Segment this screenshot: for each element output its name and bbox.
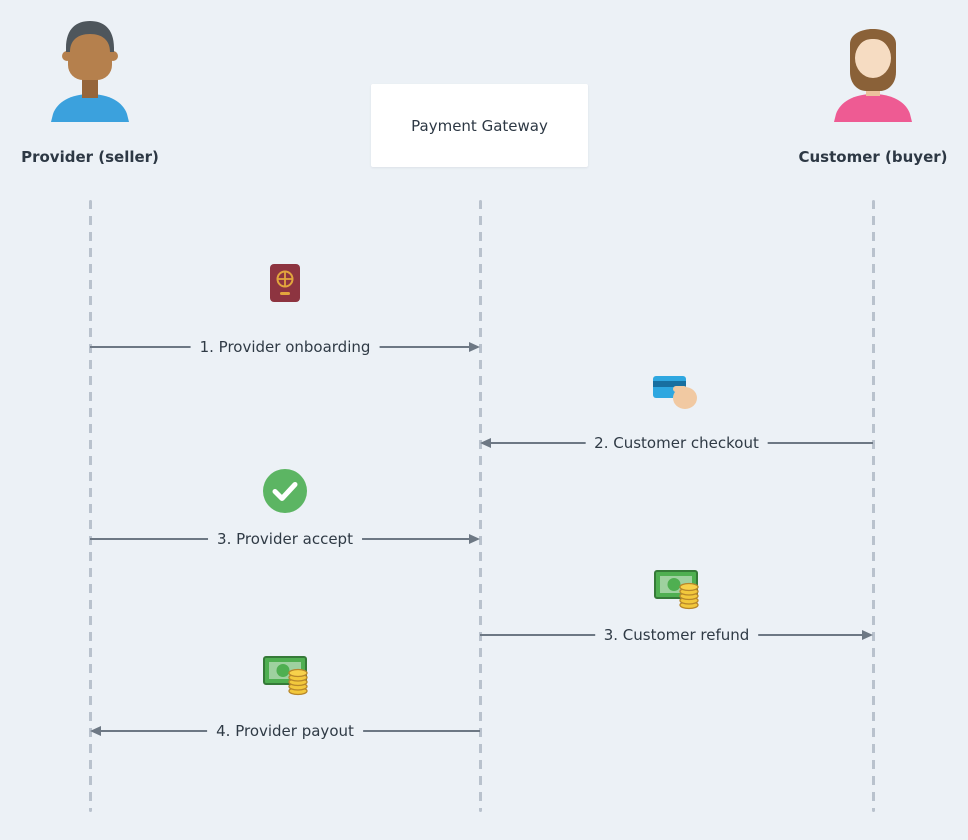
check-circle-icon: [263, 469, 307, 513]
money-coins-icon: [263, 654, 311, 696]
gateway-label: Payment Gateway: [411, 116, 548, 135]
arrowhead-icon: [862, 629, 873, 640]
lifeline-provider: [88, 200, 92, 812]
passport-icon: [270, 264, 300, 302]
money-coins-icon: [654, 568, 702, 610]
provider-label: Provider (seller): [21, 148, 159, 166]
message-label: 4. Provider payout: [207, 720, 363, 742]
arrowhead-icon: [90, 725, 101, 736]
message-label: 2. Customer checkout: [585, 432, 768, 454]
credit-card-in-hand-icon: [652, 371, 698, 411]
arrowhead-icon: [469, 341, 480, 352]
lifeline-gateway: [478, 200, 482, 812]
man-avatar-icon: [47, 16, 133, 122]
arrowhead-icon: [469, 533, 480, 544]
lifeline-customer: [871, 200, 875, 812]
actor-provider: Provider (seller): [0, 16, 180, 166]
customer-label: Customer (buyer): [798, 148, 948, 166]
actor-customer: Customer (buyer): [783, 16, 963, 166]
message-label: 3. Customer refund: [594, 624, 759, 646]
gateway-box: Payment Gateway: [371, 84, 588, 167]
message-label: 1. Provider onboarding: [190, 336, 380, 358]
woman-avatar-icon: [830, 16, 916, 122]
message-label: 3. Provider accept: [208, 528, 362, 550]
arrowhead-icon: [480, 437, 491, 448]
